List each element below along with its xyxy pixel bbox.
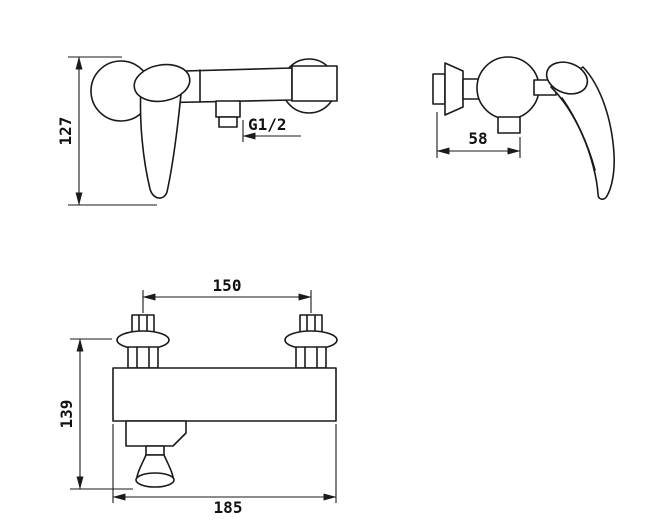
handle-blade-detail-line bbox=[561, 97, 596, 171]
wall-union-right bbox=[284, 314, 338, 369]
dimension-hole-spacing-150: 150 bbox=[142, 276, 312, 313]
outlet-port-thread bbox=[218, 116, 238, 128]
side-view: 58 bbox=[432, 56, 615, 200]
dimension-label-thread: G1/2 bbox=[248, 115, 287, 134]
dimension-label-height: 139 bbox=[57, 400, 76, 429]
outlet-stem bbox=[145, 445, 165, 456]
wall-union-left bbox=[116, 314, 170, 369]
dimension-width-185: 185 bbox=[112, 424, 337, 517]
body-underside bbox=[125, 420, 187, 447]
body-end-cap bbox=[291, 65, 338, 102]
handle-cap-side bbox=[545, 61, 589, 95]
outlet-port bbox=[215, 100, 241, 118]
outlet-port-side bbox=[497, 116, 521, 134]
union-hex-nut bbox=[295, 346, 327, 369]
dimension-label-depth: 58 bbox=[468, 129, 487, 148]
escutcheon-cone bbox=[444, 62, 464, 116]
union-top-nut bbox=[299, 314, 323, 333]
union-top-nut bbox=[131, 314, 155, 333]
dimension-height-127: 127 bbox=[56, 56, 157, 206]
outlet-bell-rim bbox=[135, 472, 175, 488]
valve-body-front bbox=[112, 367, 337, 422]
dimension-depth-58: 58 bbox=[436, 112, 521, 158]
dimension-label-width: 185 bbox=[214, 498, 243, 517]
valve-body-side bbox=[476, 56, 540, 120]
front-view-top: 127 G1/2 bbox=[56, 56, 338, 206]
dimension-label-spacing: 150 bbox=[213, 276, 242, 295]
dimension-outlet-thread: G1/2 bbox=[242, 115, 301, 142]
dimension-height-139: 139 bbox=[57, 338, 133, 490]
handle-cap bbox=[133, 63, 191, 103]
wall-plate bbox=[432, 73, 446, 105]
dimension-label-height: 127 bbox=[56, 117, 75, 146]
front-view-bottom: 150 139 185 bbox=[57, 276, 338, 517]
union-hex-nut bbox=[127, 346, 159, 369]
